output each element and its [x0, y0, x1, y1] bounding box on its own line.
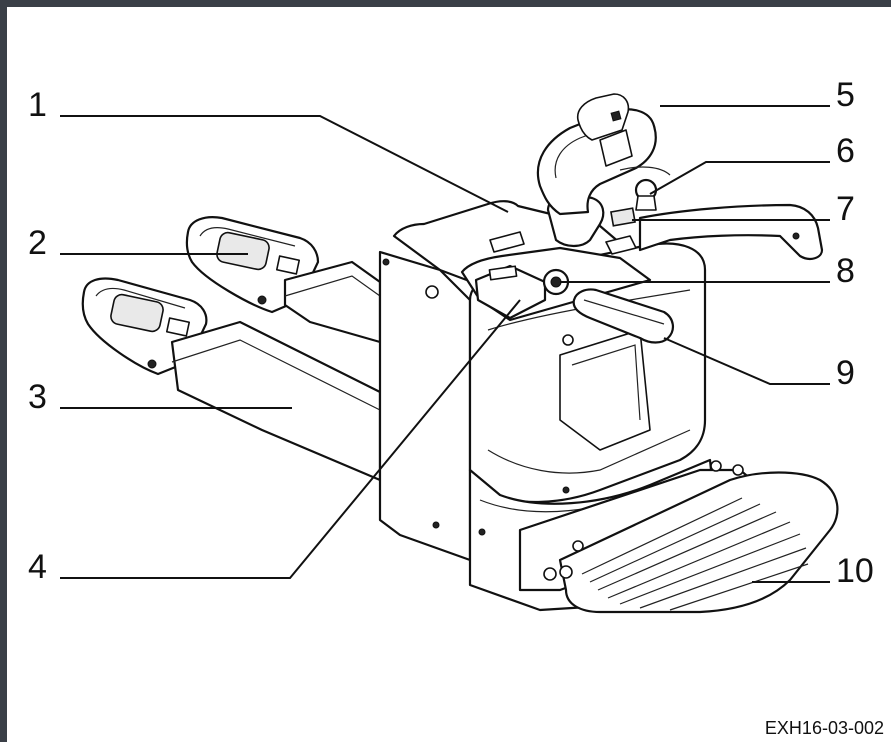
side-arm	[610, 178, 824, 260]
leader-lines	[60, 105, 830, 583]
tiller	[536, 93, 671, 248]
callout-7: 7	[836, 190, 855, 228]
platform	[518, 460, 839, 614]
callout-3: 3	[28, 378, 47, 416]
side-handle	[572, 288, 674, 344]
figure-code: EXH16-03-002	[765, 718, 884, 738]
fork-lower	[81, 277, 382, 482]
callout-5: 5	[836, 76, 855, 114]
callout-10: 10	[836, 552, 874, 590]
callout-6: 6	[836, 132, 855, 170]
callout-2: 2	[28, 224, 47, 262]
fork-upper	[185, 216, 382, 344]
callout-1: 1	[28, 86, 47, 124]
callout-9: 9	[836, 354, 855, 392]
callout-8: 8	[836, 252, 855, 290]
callout-4: 4	[28, 548, 47, 586]
platform-ribs	[581, 497, 809, 611]
